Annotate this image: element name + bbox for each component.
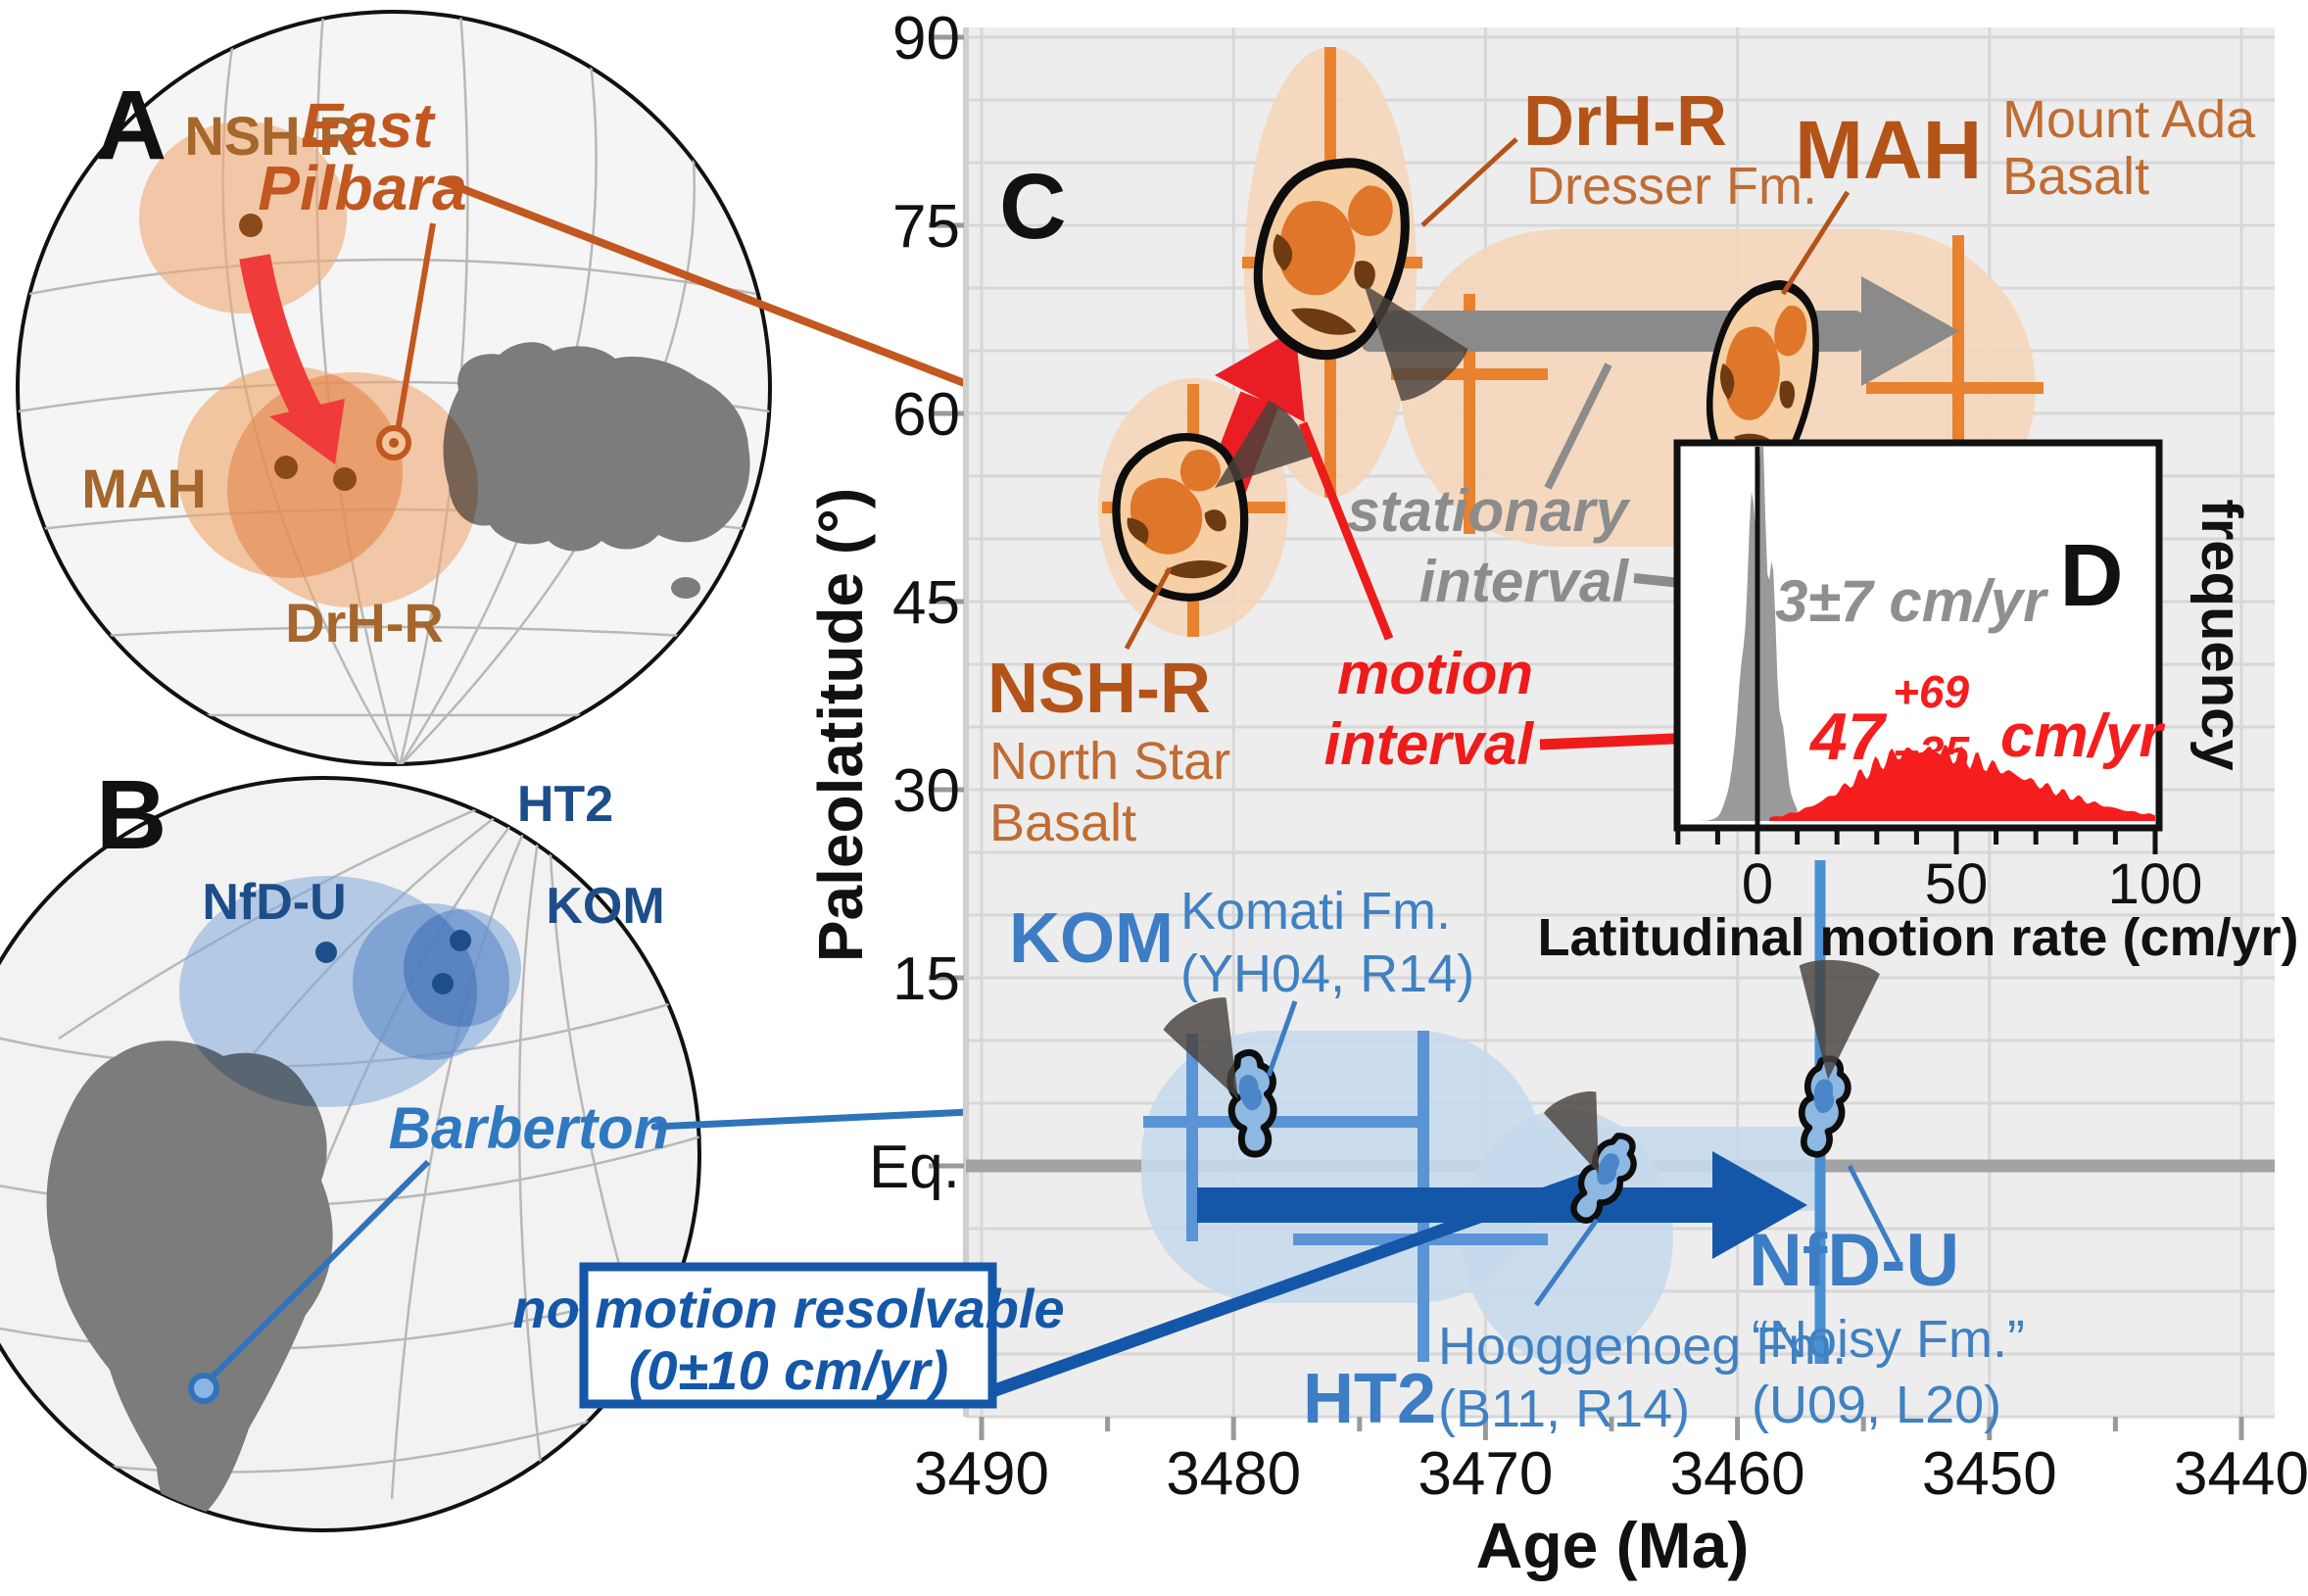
panel-c-plot: DrH-R Dresser Fm. MAH Mount Ada Basalt N… [512,5,2308,1581]
nsh-r-leader-line [1124,566,1173,651]
y-tick-75: 75 [892,193,960,261]
pilbara-location-dot [389,438,399,448]
x-tick-3440: 3440 [2174,1440,2308,1508]
no-motion-callout-line [989,1171,1592,1398]
ht2-pole-label: HT2 [517,776,613,833]
panel-b-globe: B NfD-U HT2 KOM Barberton [0,760,1118,1532]
ht2-name-label-1: Hooggenoeg Fm. [1438,1317,1847,1376]
motion-leader-to-arrow [1298,421,1394,641]
stationary-leader-to-arrow [1544,363,1612,490]
y-tick-45: 45 [892,569,960,637]
kom-code-label: KOM [1009,899,1174,978]
kom-pole-dot [432,973,454,994]
mah-name-label-1: Mount Ada [2002,90,2256,149]
panel-d-label: D [2060,527,2124,625]
no-motion-text-1: no motion resolvable [512,1278,1064,1339]
panel-a-globe: A NSH-R MAH DrH-R East Pilbara [16,10,1081,766]
motion-rate-value: 47 [1808,700,1888,774]
inset-x-tick-100: 100 [2108,852,2203,916]
inset-x-tick-0: 0 [1742,852,1773,916]
east-pilbara-label-line2: Pilbara [258,153,466,223]
nfd-u-name-label-1: “Noisy Fm.” [1752,1310,2025,1369]
motion-rate-sup: +69 [1893,666,1969,717]
drh-r-pole-ellipse [227,372,478,607]
polar-wander-arrowhead [269,399,345,464]
ht2-code-label: HT2 [1303,1360,1436,1438]
panel-d-inset: 0 50 100 3±7 cm/yr 47 +69 −35 cm/yr D freq… [1537,439,2299,967]
mah-leader-line [1780,190,1851,296]
y-axis-tick-labels: 90 75 60 45 30 15 [892,5,960,1013]
ht2-pole-dot [450,930,471,951]
x-axis-tick-labels: 3490 3480 3470 3460 3450 3440 [914,1440,2308,1508]
y-axis-title: Paleolatitude (°) [805,488,876,962]
inset-x-tick-50: 50 [1925,852,1989,916]
no-motion-text-2: (0±10 cm/yr) [629,1339,948,1401]
motion-interval-label-2: interval [1324,711,1535,777]
kom-name-label-1: Komati Fm. [1180,882,1451,941]
drh-r-code-label: DrH-R [1523,82,1727,161]
mah-pole-dot [274,456,298,479]
inset-histograms [1698,447,2155,821]
nsh-r-name-label-1: North Star [989,732,1230,791]
x-axis-title: Age (Ma) [1476,1509,1750,1581]
australia-silhouette [443,342,750,552]
panel-b-label: B [96,760,167,870]
nsh-r-pole-dot [239,214,263,237]
nfd-u-pole-dot [315,942,337,963]
panel-c-label: C [999,155,1067,259]
x-tick-3480: 3480 [1166,1440,1301,1508]
nsh-r-name-label-2: Basalt [989,794,1136,852]
kom-name-label-2: (YH04, R14) [1180,944,1474,1003]
ht2-name-label-2: (B11, R14) [1438,1379,1690,1438]
nfd-u-pole-label: NfD-U [202,874,346,931]
inset-x-axis-title: Latitudinal motion rate (cm/yr) [1537,908,2298,967]
nfd-u-leader-line [1847,1164,1901,1264]
x-tick-3460: 3460 [1670,1440,1805,1508]
kom-pole-label: KOM [546,878,664,935]
motion-rate-unit: cm/yr [2000,702,2165,770]
axis-tick-marks [929,34,2244,1440]
y-tick-60: 60 [892,381,960,449]
drh-r-name-label: Dresser Fm. [1526,157,1817,216]
no-motion-callout-box [579,1262,997,1409]
drh-r-leader-line [1420,137,1518,227]
drh-r-pole-label: DrH-R [285,592,444,653]
x-tick-3450: 3450 [1922,1440,2057,1508]
nfd-u-name-label-2: (U09, L20) [1752,1376,2001,1434]
mah-name-label-2: Basalt [2002,147,2149,206]
africa-silhouette [46,1040,333,1523]
east-pilbara-pointer-line [395,222,436,432]
inset-axis-ticks [1675,828,2158,854]
y-tick-15: 15 [892,945,960,1013]
nsh-r-pole-label: NSH-R [184,105,358,167]
stationary-rate-label: 3±7 cm/yr [1775,568,2049,634]
kom-leader-line [1266,1000,1298,1077]
barberton-pointer-line [209,1159,431,1380]
mah-pole-label: MAH [81,458,207,519]
inset-tick-labels: 0 50 100 [1742,852,2203,916]
motion-rate-label: 47 +69 −35 cm/yr [1808,666,2165,778]
panel-a-label: A [96,71,167,180]
ht2-leader-line [1533,1218,1600,1307]
y-tick-90: 90 [892,5,960,73]
drh-r-pole-dot [333,467,357,491]
y-tick-30: 30 [892,757,960,825]
x-tick-3470: 3470 [1418,1440,1553,1508]
nsh-r-code-label: NSH-R [987,650,1211,728]
stationary-interval-label-2: interval [1419,549,1630,614]
east-pilbara-label-line1: East [301,90,436,161]
barberton-location-marker [188,1373,219,1404]
inset-y-axis-title: frequency [2189,499,2253,770]
mah-code-label: MAH [1795,104,1982,196]
x-tick-3490: 3490 [914,1440,1049,1508]
stationary-interval-label-1: stationary [1347,478,1630,544]
nfd-u-code-label: NfD-U [1749,1219,1959,1302]
tasmania-silhouette [671,577,700,599]
equator-tick-label: Eq. [869,1134,960,1201]
barberton-label: Barberton [389,1095,670,1161]
no-motion-arrow [1197,1151,1807,1259]
motion-interval-label-1: motion [1337,641,1533,706]
ht2-pole-ellipse [404,909,521,1027]
motion-rate-sub: −35 [1893,727,1970,778]
